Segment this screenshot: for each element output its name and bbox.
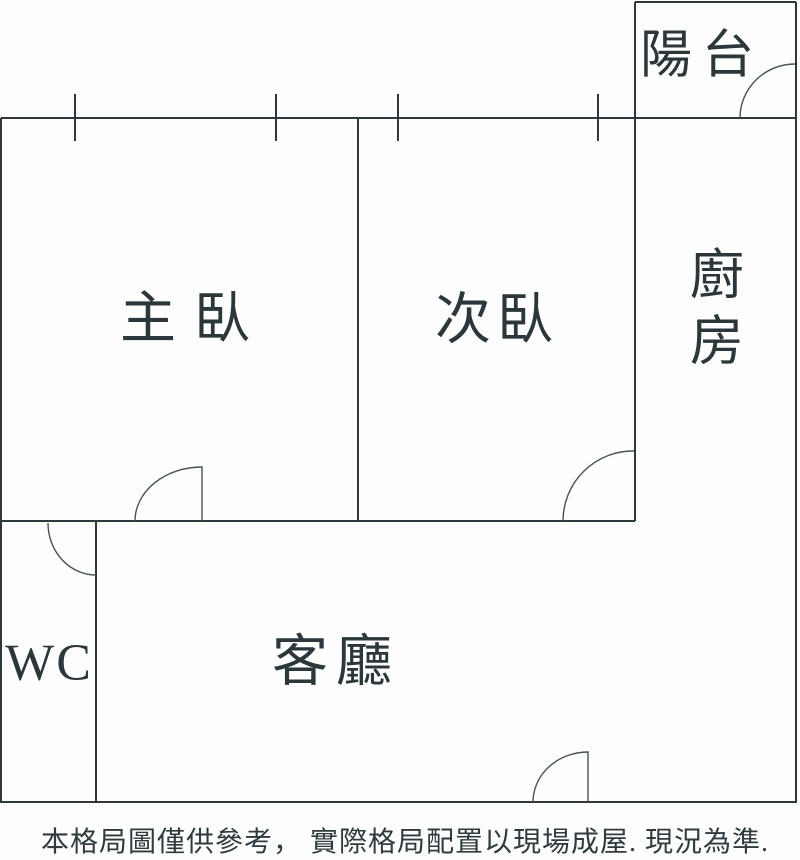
door-swing-master-bedroom — [134, 466, 203, 522]
door-swing-second-bedroom — [562, 450, 635, 522]
room-label-balcony: 陽台 — [639, 27, 765, 85]
room-label-living-room: 客廳 — [272, 631, 400, 694]
disclaimer-caption: 本格局圖僅供參考， 實際格局配置以現場成屋. 現況為準. — [40, 827, 770, 858]
door-swing-entrance — [532, 751, 589, 803]
door-swing-wc — [47, 522, 97, 576]
room-label-wc: WC — [5, 634, 93, 692]
room-label-second-bedroom: 次臥 — [435, 289, 559, 352]
door-swing-balcony — [739, 63, 796, 119]
room-label-master-bedroom: 主臥 — [120, 288, 268, 351]
room-label-kitchen: 廚房 — [681, 246, 742, 378]
